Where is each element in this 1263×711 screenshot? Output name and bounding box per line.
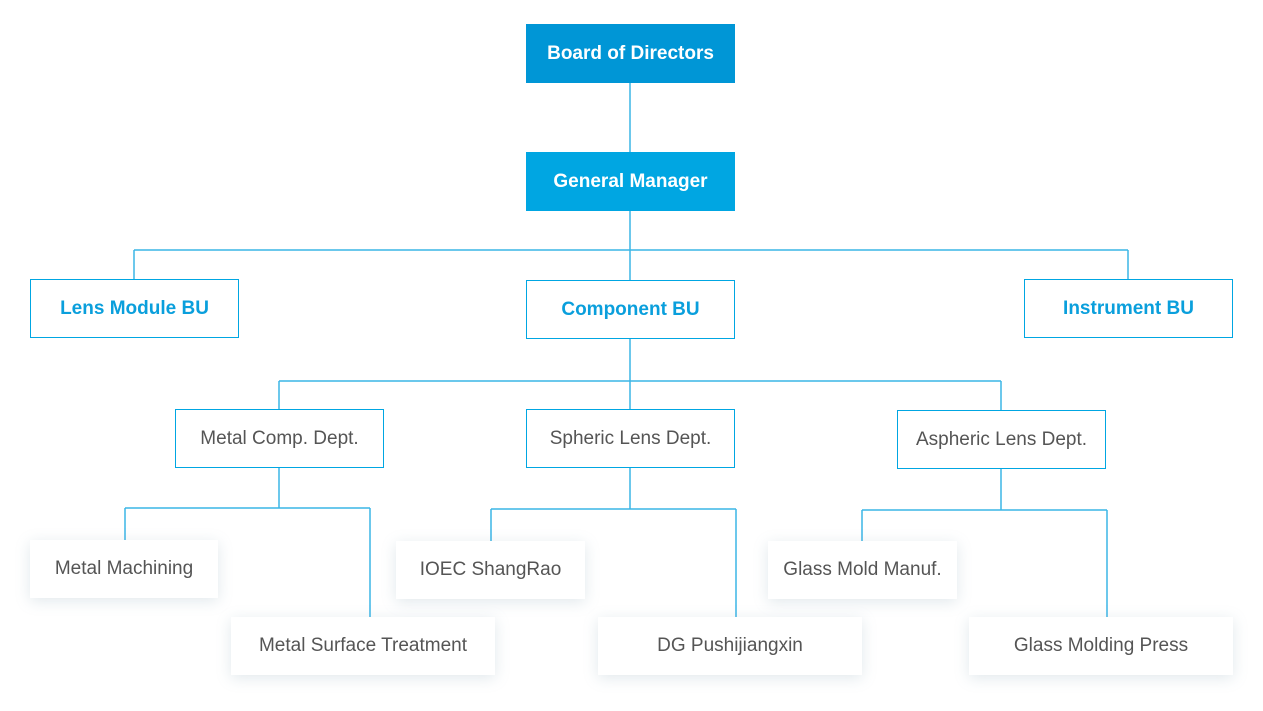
lens-module-bu-node: Lens Module BU [30, 279, 239, 338]
glass-molding-press-node: Glass Molding Press [969, 617, 1233, 675]
metal-comp-dept-label: Metal Comp. Dept. [200, 427, 359, 449]
dg-pushijiangxin-label: DG Pushijiangxin [657, 635, 803, 656]
spheric-lens-dept-node: Spheric Lens Dept. [526, 409, 735, 468]
ioec-shangrao-node: IOEC ShangRao [396, 541, 585, 599]
metal-surface-treatment-label: Metal Surface Treatment [258, 635, 468, 656]
component-bu-node: Component BU [526, 280, 735, 339]
metal-machining-label: Metal Machining [54, 558, 194, 579]
metal-comp-dept-node: Metal Comp. Dept. [175, 409, 384, 468]
glass-mold-manuf-node: Glass Mold Manuf. [768, 541, 957, 599]
general-manager-node: General Manager [526, 152, 735, 211]
glass-molding-press-label: Glass Molding Press [1013, 635, 1189, 656]
ioec-shangrao-label: IOEC ShangRao [419, 559, 562, 580]
aspheric-lens-dept-label: Aspheric Lens Dept. [915, 428, 1088, 450]
aspheric-lens-dept-node: Aspheric Lens Dept. [897, 410, 1106, 469]
glass-mold-manuf-label: Glass Mold Manuf. [783, 559, 942, 580]
instrument-bu-label: Instrument BU [1063, 297, 1194, 319]
general-manager-label: General Manager [553, 170, 708, 192]
board-of-directors-label: Board of Directors [547, 42, 714, 64]
lens-module-bu-label: Lens Module BU [60, 297, 209, 319]
dg-pushijiangxin-node: DG Pushijiangxin [598, 617, 862, 675]
metal-machining-node: Metal Machining [30, 540, 218, 598]
component-bu-label: Component BU [561, 298, 700, 320]
metal-surface-treatment-node: Metal Surface Treatment [231, 617, 495, 675]
board-of-directors-node: Board of Directors [526, 24, 735, 83]
instrument-bu-node: Instrument BU [1024, 279, 1233, 338]
spheric-lens-dept-label: Spheric Lens Dept. [549, 427, 712, 449]
